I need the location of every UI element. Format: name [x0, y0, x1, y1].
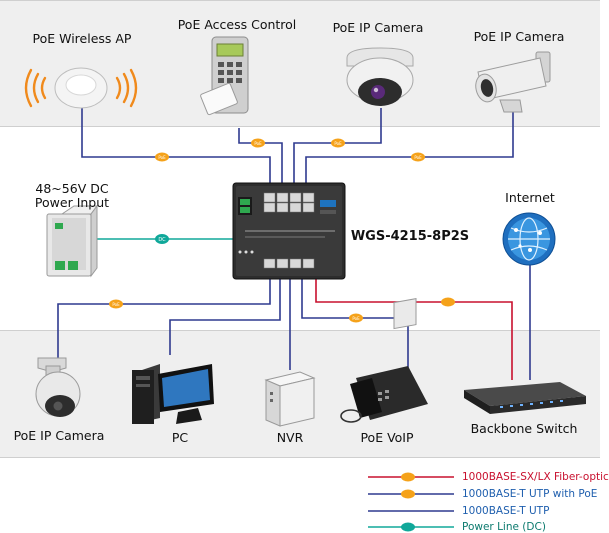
legend-utp-poe: 1000BASE-T UTP with PoE: [462, 488, 598, 500]
label-power-input-2: Power Input: [34, 195, 110, 210]
poe-badge-label: PoE: [158, 155, 166, 160]
dc-power-supply-icon: [46, 204, 98, 278]
label-access-control: PoE Access Control: [177, 17, 297, 32]
poe-badge-label: PoE: [112, 302, 120, 307]
link-bullet-camera: [305, 112, 514, 186]
dc-badge: DC: [155, 234, 169, 244]
top-device-zone: [0, 0, 600, 127]
label-wireless-ap: PoE Wireless AP: [32, 31, 132, 46]
label-bullet-camera: PoE IP Camera: [473, 29, 565, 44]
bullet-camera-icon: [475, 51, 551, 113]
link-voip: [301, 276, 409, 370]
label-switch-model: WGS-4215-8P2S: [350, 229, 470, 244]
label-backbone-switch: Backbone Switch: [470, 421, 578, 436]
nvr-icon: [264, 371, 316, 427]
label-internet: Internet: [505, 190, 555, 205]
link-pc: [169, 276, 281, 355]
dome-camera-icon: [346, 47, 414, 106]
label-power-input-1: 48~56V DC: [35, 181, 109, 196]
poe-badges: PoE PoE PoE PoE PoE PoE: [109, 138, 455, 323]
legend-swatches: [368, 472, 454, 532]
access-control-icon: [200, 36, 249, 116]
wireless-ap-icon: [24, 67, 138, 109]
label-ptz-camera: PoE IP Camera: [13, 428, 105, 443]
poe-badge-label: PoE: [334, 141, 342, 146]
legend-utp: 1000BASE-T UTP: [462, 505, 550, 517]
poe-switch-icon: [232, 182, 346, 280]
link-fiber-backbone: [315, 276, 513, 380]
label-voip: PoE VoIP: [360, 430, 414, 445]
pc-icon: [132, 364, 214, 424]
label-pc: PC: [171, 430, 189, 445]
link-wireless-ap: [81, 108, 271, 186]
label-dome-camera: PoE IP Camera: [332, 20, 424, 35]
ptz-camera-icon: [35, 357, 81, 417]
poe-badge-label: PoE: [254, 141, 262, 146]
label-nvr: NVR: [276, 430, 304, 445]
dc-badge-label: DC: [158, 237, 166, 243]
legend-dc: Power Line (DC): [462, 521, 546, 533]
poe-badge-label: PoE: [414, 155, 422, 160]
legend-fiber: 1000BASE-SX/LX Fiber-optic: [462, 471, 609, 483]
internet-globe-icon: [502, 212, 556, 266]
link-ptz-camera: [57, 276, 271, 358]
backbone-switch-icon: [464, 382, 586, 414]
poe-badge-label: PoE: [352, 316, 360, 321]
voip-phone-icon: [340, 298, 428, 423]
